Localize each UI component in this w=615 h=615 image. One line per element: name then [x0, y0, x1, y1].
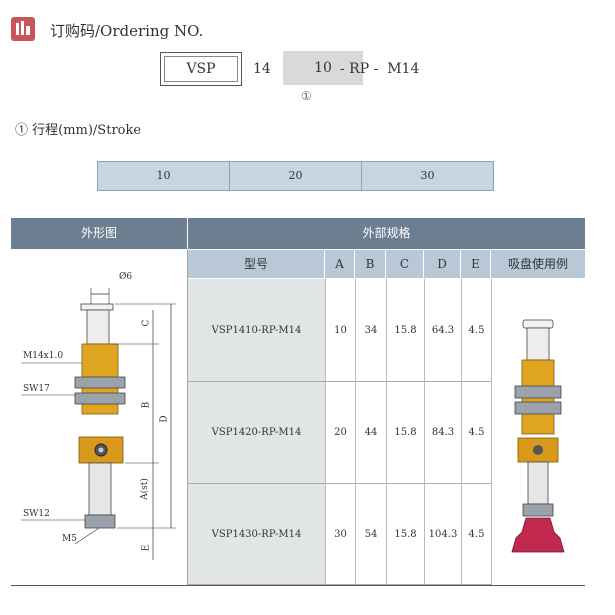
row1-c: 15.8 [386, 279, 424, 382]
series-code-box: VSP [160, 52, 242, 86]
size-code: 14 [253, 61, 271, 77]
sw17-label: SW17 [23, 384, 50, 394]
col-example: 吸盘使用例 [491, 250, 585, 278]
m5-label: M5 [62, 534, 77, 544]
col-d: D [424, 250, 461, 278]
stroke-value: 10 [98, 162, 230, 190]
row2-c: 15.8 [386, 382, 424, 484]
row1-d: 64.3 [424, 279, 461, 382]
suction-cup-example [511, 319, 565, 553]
col-model: 型号 [188, 250, 325, 278]
row1-b: 34 [355, 279, 386, 382]
col-e: E [461, 250, 491, 278]
dim-b: B [141, 401, 152, 409]
row3-b: 54 [355, 484, 386, 585]
stroke-table: 10 20 30 [97, 161, 494, 191]
row2-model: VSP1420-RP-M14 [188, 382, 325, 484]
series-code: VSP [164, 56, 238, 82]
table-bottom-line [11, 585, 585, 586]
row2-e: 4.5 [461, 382, 491, 484]
stroke-note-marker: ① [301, 89, 312, 103]
row2-a: 20 [325, 382, 355, 484]
phi6-label: Ø6 [119, 272, 133, 282]
row2-b: 44 [355, 382, 386, 484]
col-b: B [355, 250, 386, 278]
dim-d: D [159, 415, 170, 423]
col-c: C [386, 250, 424, 278]
row1-a: 10 [325, 279, 355, 382]
outline-drawing [21, 288, 176, 560]
row3-e: 4.5 [461, 484, 491, 585]
example-divider [491, 279, 492, 585]
spec-header: 外部规格 [188, 218, 585, 249]
col-a: A [325, 250, 355, 278]
row3-d: 104.3 [424, 484, 461, 585]
stroke-label: ① 行程(mm)/Stroke [15, 123, 142, 138]
stroke-value: 20 [230, 162, 362, 190]
ordering-icon [11, 17, 35, 41]
dim-c: C [141, 319, 152, 327]
sw12-label: SW12 [23, 509, 50, 519]
row1-e: 4.5 [461, 279, 491, 382]
dim-a: A(st) [139, 478, 150, 500]
stroke-code: 10 [283, 51, 363, 85]
dim-e: E [141, 544, 152, 552]
row3-a: 30 [325, 484, 355, 585]
m14-label: M14x1.0 [23, 351, 64, 361]
row2-d: 84.3 [424, 382, 461, 484]
page-title: 订购码/Ordering NO. [50, 22, 204, 40]
stroke-value: 30 [420, 169, 435, 182]
outline-header: 外形图 [11, 218, 187, 249]
suffix-code: - RP - M14 [340, 61, 420, 77]
row3-c: 15.8 [386, 484, 424, 585]
row1-model: VSP1410-RP-M14 [188, 279, 325, 382]
table-divider [187, 249, 188, 585]
row3-model: VSP1430-RP-M14 [188, 484, 325, 585]
